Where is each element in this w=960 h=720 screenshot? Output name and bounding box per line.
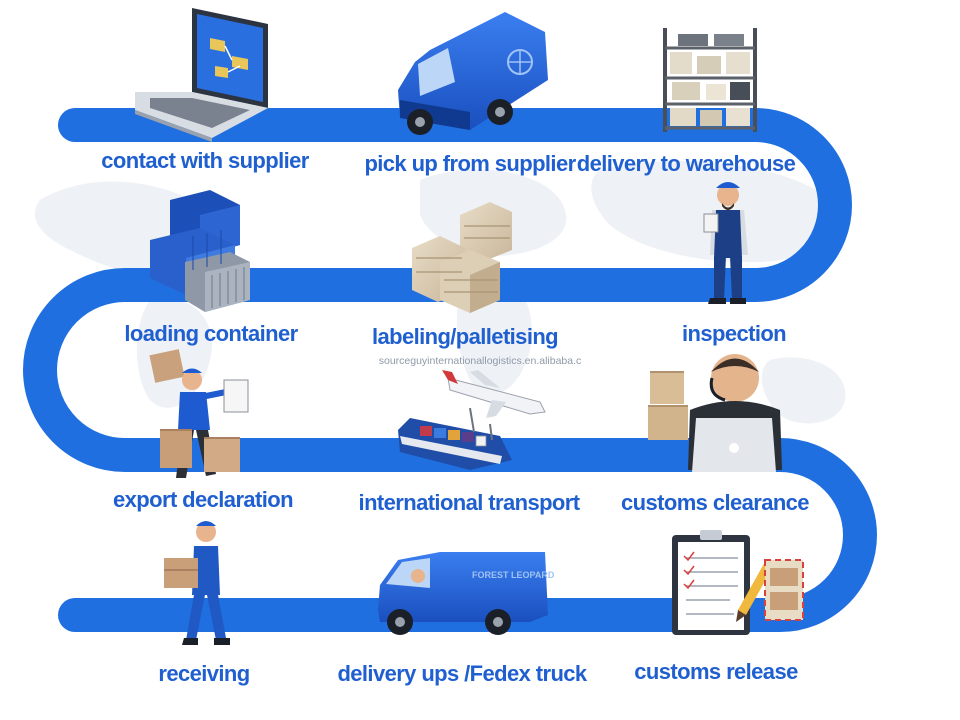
shipping-containers-icon <box>150 190 250 312</box>
ship-and-airplane-icon <box>398 370 546 470</box>
step-label-contact-with-supplier: contact with supplier <box>101 148 309 173</box>
watermark-text: sourceguyinternationallogistics.en.aliba… <box>378 355 582 367</box>
van-brand-label: FOREST LEOPARD <box>472 570 555 580</box>
wooden-crates-icon <box>412 202 512 313</box>
step-label-delivery-to-warehouse: delivery to warehouse <box>576 151 796 176</box>
delivery-worker-icon <box>164 521 230 645</box>
van-icon <box>398 12 548 135</box>
step-label-international-transport: international transport <box>358 490 580 515</box>
step-label-pick-up-from-supplier: pick up from supplier <box>364 151 576 176</box>
step-label-export-declaration: export declaration <box>113 487 294 512</box>
step-label-customs-release: customs release <box>634 659 798 684</box>
clipboard-checklist-icon <box>672 530 804 635</box>
laptop-icon <box>135 8 268 142</box>
delivery-van-icon: FOREST LEOPARD <box>378 552 555 635</box>
step-label-delivery-ups-fedex-truck: delivery ups /Fedex truck <box>337 661 587 686</box>
step-label-loading-container: loading container <box>124 321 298 346</box>
customs-agent-laptop-icon <box>648 354 782 472</box>
step-label-inspection: inspection <box>681 321 787 346</box>
inspector-worker-icon <box>703 182 748 304</box>
step-label-labeling-palletising: labeling/palletising <box>371 324 559 349</box>
step-label-customs-clearance: customs clearance <box>621 490 810 515</box>
process-road <box>23 108 877 632</box>
worker-with-boxes-icon <box>149 349 249 478</box>
step-label-receiving: receiving <box>158 661 250 686</box>
warehouse-shelf-icon <box>663 28 757 132</box>
